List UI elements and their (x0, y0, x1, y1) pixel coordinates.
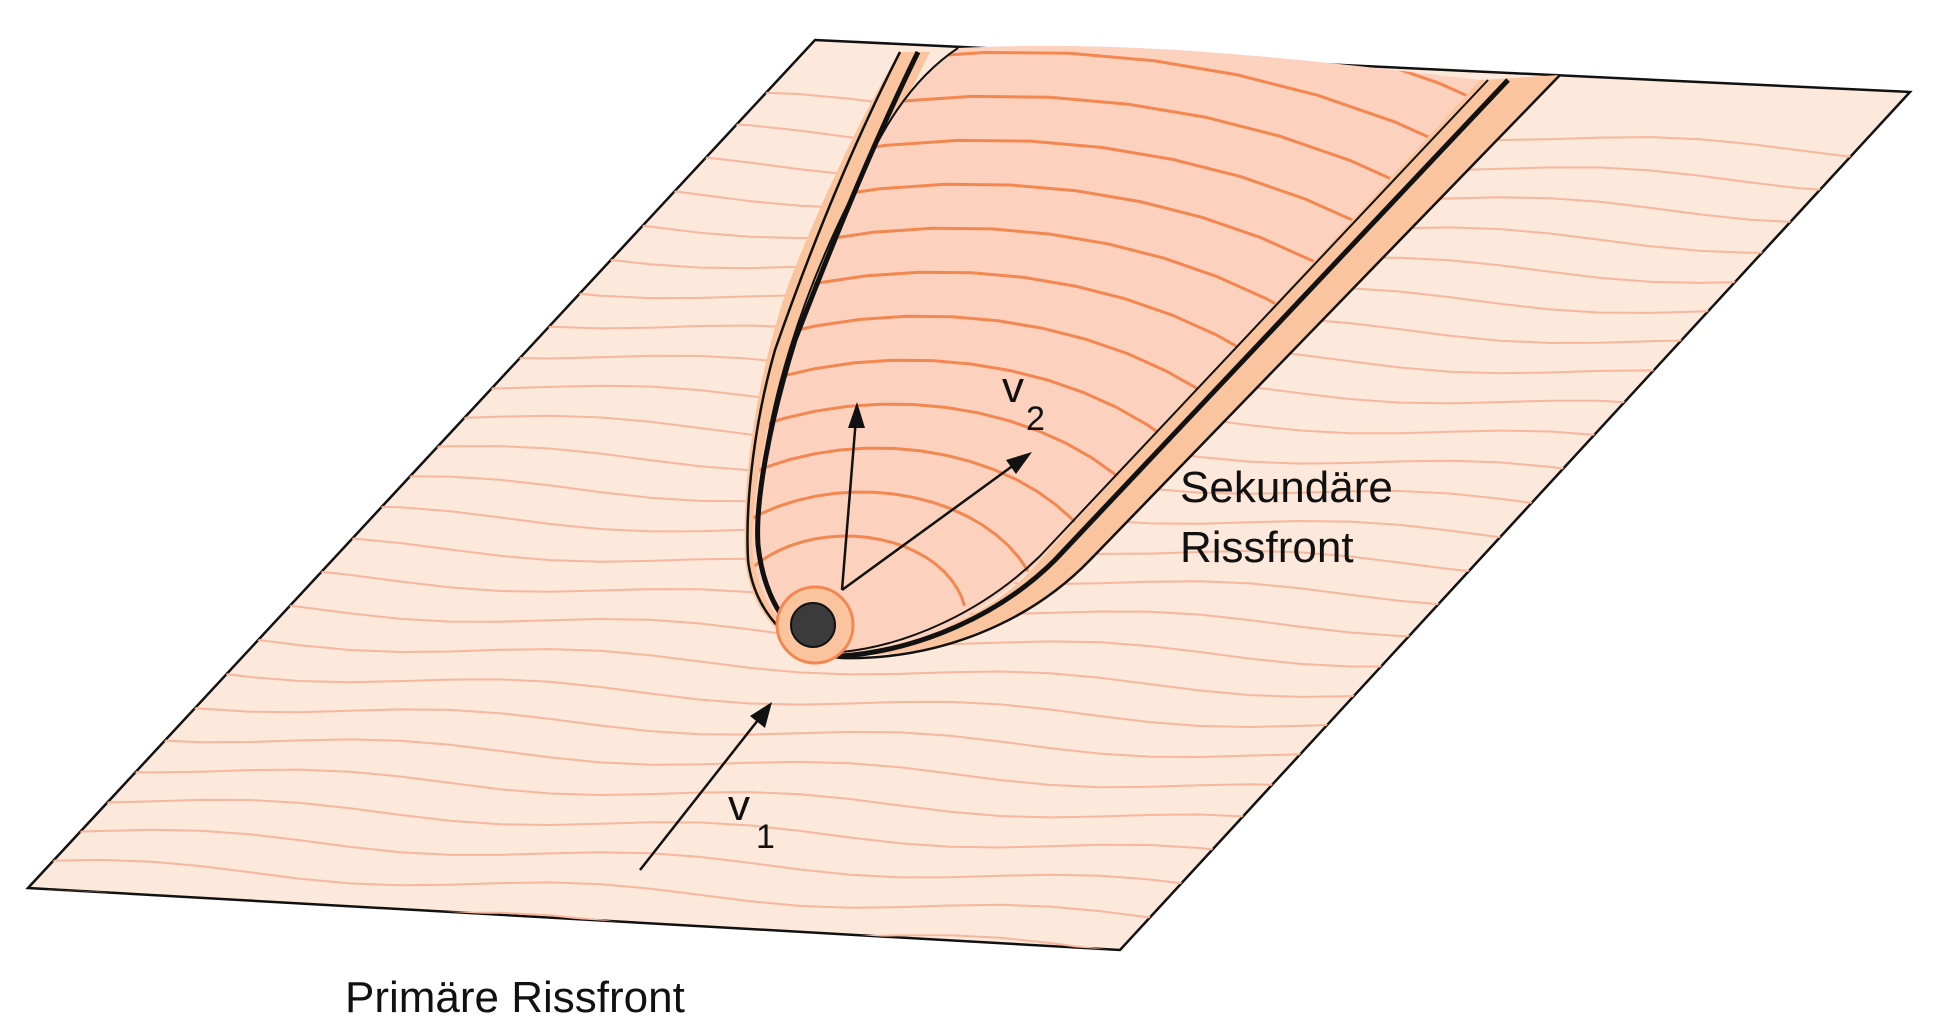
diagram-labels: v 2 v 1 Sekundäre Rissfront Primäre Riss… (345, 363, 1393, 1022)
plane-striation-line (0, 956, 1944, 1033)
lobe-striation-arc (752, 446, 1114, 656)
label-v2-symbol: v (1002, 363, 1024, 412)
lobe-striation-arc (752, 402, 1188, 656)
lobe-right-band (842, 75, 1560, 656)
label-v1-subscript: 1 (756, 818, 775, 856)
lobe-striation-arc (752, 490, 1040, 656)
label-primary-front: Primäre Rissfront (345, 973, 685, 1022)
label-secondary-front-line1: Sekundäre (1180, 463, 1393, 512)
particle-dot (790, 602, 836, 648)
lobe-left-band (744, 52, 930, 655)
label-secondary-front-line2: Rissfront (1180, 523, 1354, 572)
arrow-v1 (639, 702, 772, 871)
label-v2-subscript: 2 (1026, 400, 1045, 438)
label-v1-symbol: v (728, 781, 750, 830)
arrow-v2-up (840, 402, 865, 591)
arrow-v2-right (841, 452, 1032, 592)
lobe-striation-arc (752, 534, 966, 651)
velocity-arrows (639, 402, 1032, 871)
